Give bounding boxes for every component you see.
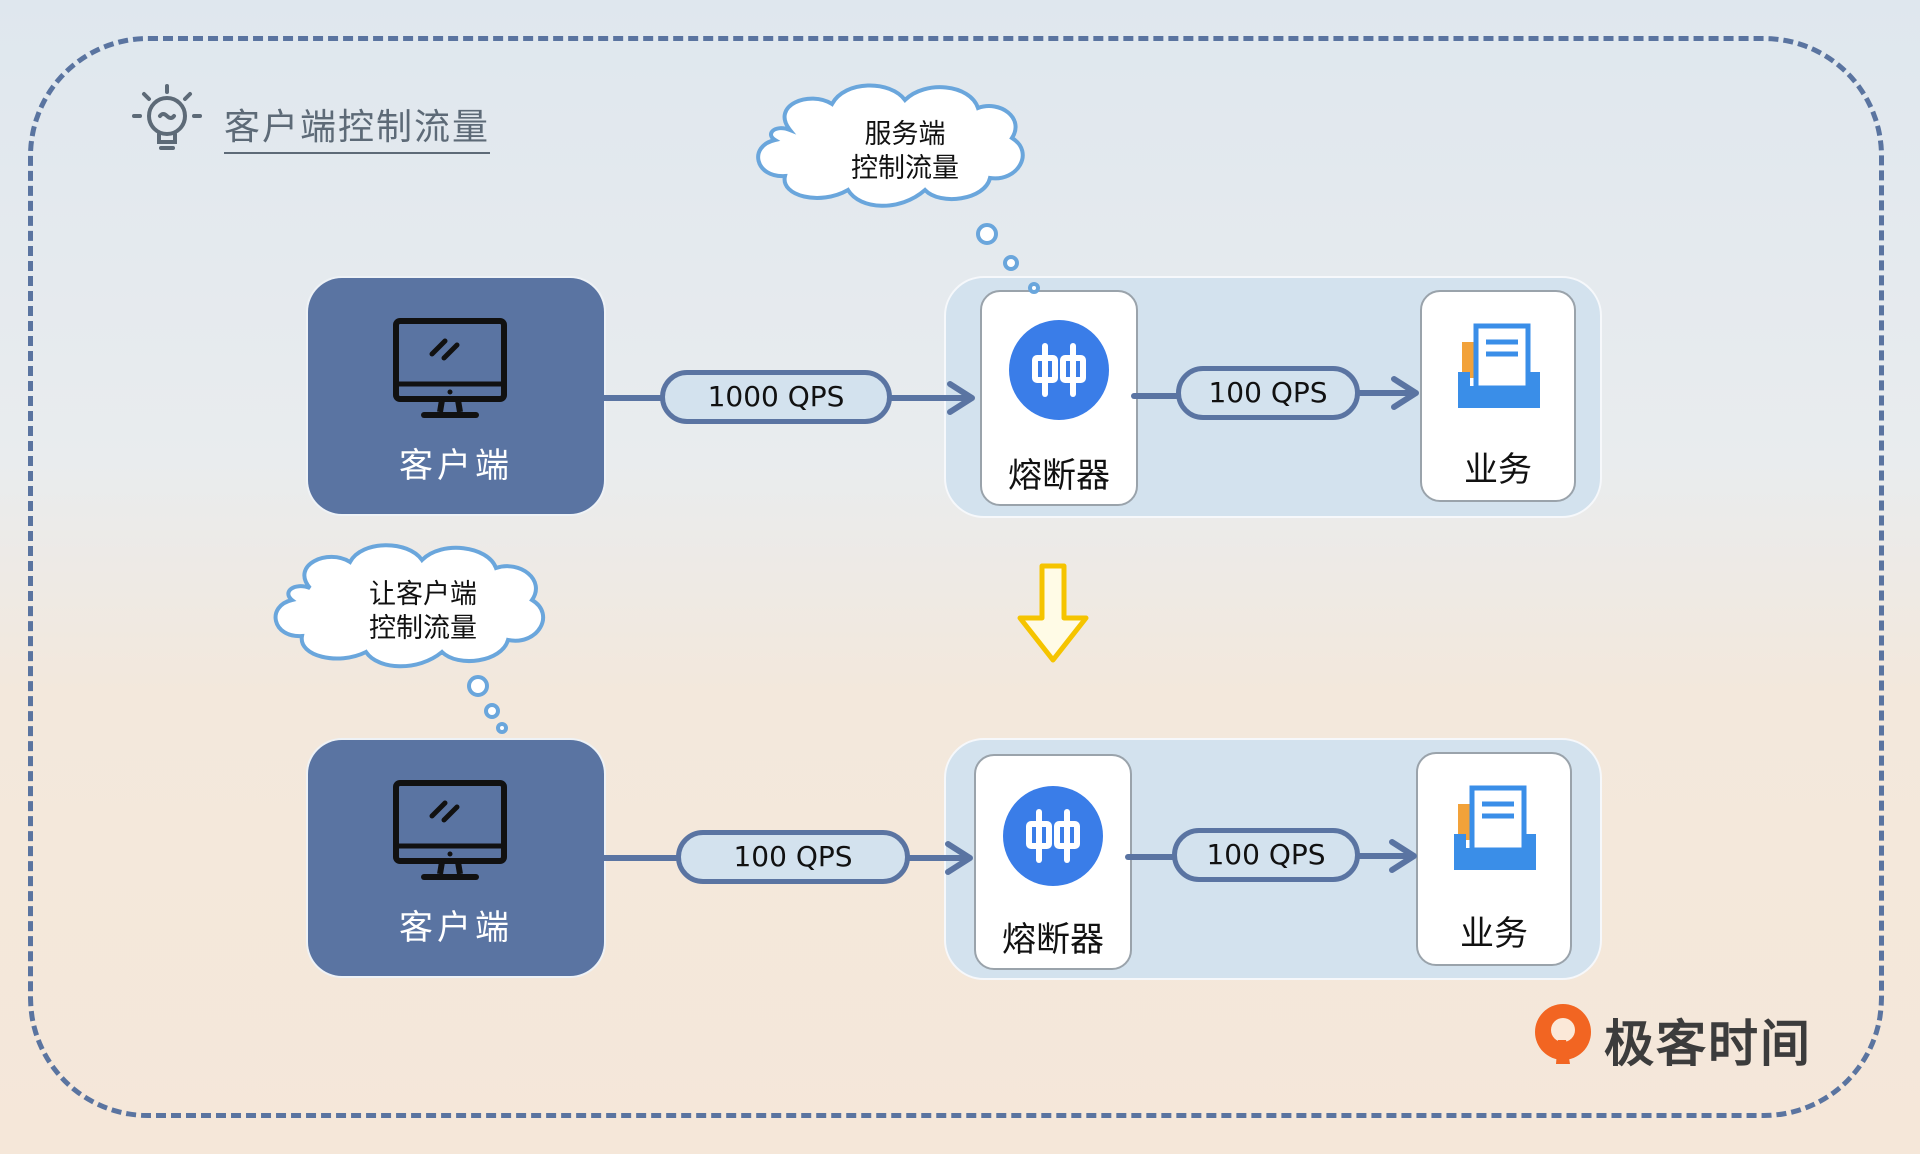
service-card-bottom: 业务 [1416, 752, 1572, 966]
circuit-breaker-icon [1003, 786, 1103, 886]
service-label: 业务 [1460, 914, 1528, 954]
forward-rate-pill: 100 QPS [1176, 366, 1360, 420]
client-box-top: 客户端 [308, 278, 604, 514]
breaker-label: 熔断器 [1002, 920, 1104, 960]
service-label: 业务 [1464, 450, 1532, 490]
thought-text-bottom: 让客户端 控制流量 [318, 578, 528, 646]
diagram-title: 客户端控制流量 [224, 98, 491, 154]
breaker-card-top: 熔断器 [980, 290, 1138, 506]
thought-line: 控制流量 [851, 153, 959, 184]
forward-rate-pill: 100 QPS [1172, 828, 1360, 882]
thought-line: 让客户端 [369, 579, 477, 610]
client-box-bottom: 客户端 [308, 740, 604, 976]
thought-line: 控制流量 [369, 613, 477, 644]
arrow-head [1391, 376, 1419, 410]
circuit-breaker-icon [1009, 320, 1109, 420]
monitor-icon [393, 780, 507, 880]
client-label: 客户端 [399, 908, 513, 948]
thought-cloud-bottom [273, 543, 546, 734]
brand-name: 极客时间 [1604, 1015, 1812, 1073]
arrow-head [947, 381, 975, 415]
document-tray-icon [1458, 323, 1540, 408]
thought-text-top: 服务端 控制流量 [800, 118, 1010, 186]
breaker-card-bottom: 熔断器 [974, 754, 1132, 970]
service-card-top: 业务 [1420, 290, 1576, 502]
breaker-label: 熔断器 [1008, 456, 1110, 496]
thought-line: 服务端 [864, 119, 946, 150]
monitor-icon [393, 318, 507, 418]
request-rate-pill: 1000 QPS [660, 370, 892, 424]
thought-cloud-top [756, 83, 1040, 294]
dashed-boundary [28, 36, 1884, 1118]
lightbulb-icon [132, 84, 202, 150]
document-tray-icon [1454, 785, 1536, 870]
client-label: 客户端 [399, 446, 513, 486]
arrow-head [945, 841, 973, 875]
transition-down-arrow-icon [1017, 563, 1089, 663]
arrow-head [1389, 839, 1417, 873]
brand-logo-icon [1535, 1004, 1591, 1064]
